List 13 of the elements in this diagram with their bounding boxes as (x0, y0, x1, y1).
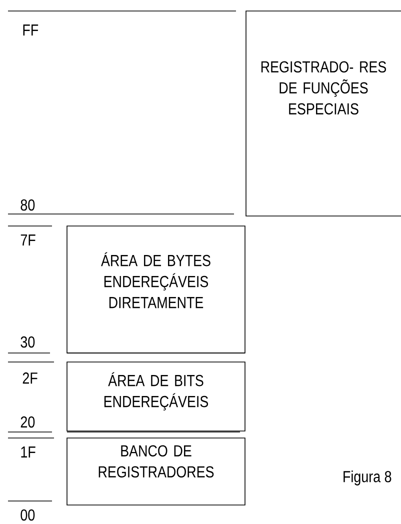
address-label: 1F (21, 446, 36, 458)
memory-region-box: ÁREA DE BYTES ENDEREÇÁVEIS DIRETAMENTE (66, 226, 246, 354)
memory-region-box: REGISTRADO- RES DE FUNÇÕES ESPECIAIS (246, 10, 401, 216)
address-label: 20 (20, 416, 35, 428)
address-label: 00 (20, 509, 35, 521)
address-label: 80 (20, 199, 35, 211)
address-label: 2F (22, 372, 38, 384)
memory-region-box: ÁREA DE BITS ENDEREÇÁVEIS (66, 362, 246, 432)
address-label: 30 (20, 336, 35, 348)
address-label: 7F (20, 234, 36, 246)
caption: Figura 8 (344, 470, 392, 486)
memory-region-box: BANCO DE REGISTRADORES (66, 438, 246, 506)
address-label: FF (23, 24, 38, 36)
